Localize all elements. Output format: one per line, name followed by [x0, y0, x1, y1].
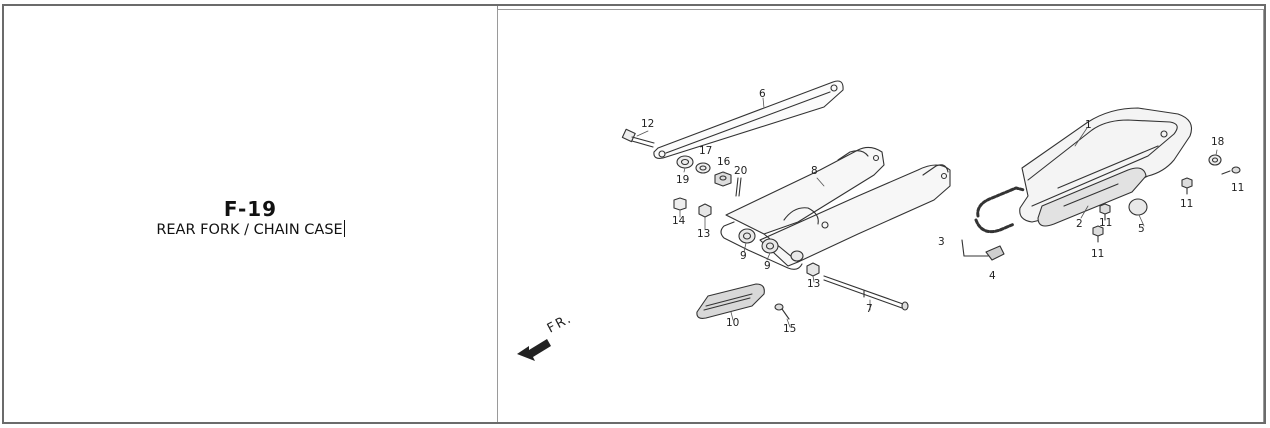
callout-11d: 11	[1231, 182, 1244, 194]
callout-2: 2	[1076, 218, 1083, 230]
callout-16: 16	[717, 156, 731, 168]
part-8-rear-fork	[720, 146, 951, 270]
figure-title-wrap: REAR FORK / CHAIN CASE	[4, 220, 497, 238]
part-15-screw	[774, 303, 790, 320]
page-frame	[2, 4, 1266, 424]
text-caret	[343, 220, 345, 237]
part-4-chain-joint	[985, 245, 1005, 261]
callout-17: 17	[699, 145, 712, 157]
part-2-lower-case	[1037, 167, 1147, 227]
part-3-drive-chain	[961, 186, 1026, 257]
callout-11a: 11	[1099, 217, 1112, 229]
callout-8: 8	[811, 165, 818, 177]
part-7-pivot-shaft	[823, 275, 909, 311]
callout-7: 7	[866, 303, 873, 315]
part-14-collar	[673, 197, 687, 211]
callout-14: 14	[672, 215, 686, 227]
part-20-pin	[735, 177, 742, 197]
part-10-chain-slider	[696, 283, 765, 319]
callout-10: 10	[726, 317, 739, 329]
callout-9b: 9	[764, 260, 771, 272]
figure-code: F-19	[223, 197, 278, 221]
part-19-washer	[676, 155, 694, 169]
callout-13b: 13	[807, 278, 820, 290]
callout-13a: 13	[697, 228, 710, 240]
callout-18: 18	[1211, 136, 1224, 148]
part-12-bolt	[621, 128, 655, 148]
figure-title: REAR FORK / CHAIN CASE	[156, 222, 343, 238]
diagram-panel: FR. 1 2 3 4 5 6 7 8 9 9 10 11 11 11 11 1…	[497, 9, 1264, 422]
part-11-bolt-d	[1221, 166, 1241, 175]
part-9-bushing-b	[761, 238, 779, 254]
callout-12: 12	[641, 118, 654, 130]
part-17-washer	[695, 162, 711, 174]
callout-11c: 11	[1180, 198, 1193, 210]
exploded-parts-diagram: FR. 1 2 3 4 5 6 7 8 9 9 10 11 11 11 11 1…	[517, 80, 1244, 361]
part-6-link	[653, 80, 844, 159]
part-16-nut	[714, 171, 732, 187]
figure-info-panel: F-19 REAR FORK / CHAIN CASE	[4, 6, 498, 422]
callout-3: 3	[938, 236, 945, 248]
callout-20: 20	[734, 165, 747, 177]
fr-label: FR.	[545, 311, 575, 337]
callout-5: 5	[1138, 223, 1145, 235]
part-9-bushing-a	[738, 228, 756, 244]
part-11-bolt-b	[1092, 225, 1104, 243]
part-18-washer	[1208, 154, 1222, 166]
part-13-nut-b	[806, 262, 820, 277]
part-5-cap	[1128, 198, 1148, 216]
part-11-bolt-c	[1181, 177, 1193, 195]
front-direction-arrow: FR.	[517, 311, 575, 361]
callout-19: 19	[676, 174, 689, 186]
callout-6: 6	[759, 88, 766, 100]
callout-15: 15	[783, 323, 796, 335]
callout-11b: 11	[1091, 248, 1104, 260]
callout-9a: 9	[740, 250, 747, 262]
part-1-chain-case	[1019, 107, 1193, 223]
part-11-bolt-a	[1099, 203, 1111, 221]
part-13-nut-a	[698, 203, 712, 218]
callout-4: 4	[989, 270, 996, 282]
callout-1: 1	[1085, 119, 1092, 131]
